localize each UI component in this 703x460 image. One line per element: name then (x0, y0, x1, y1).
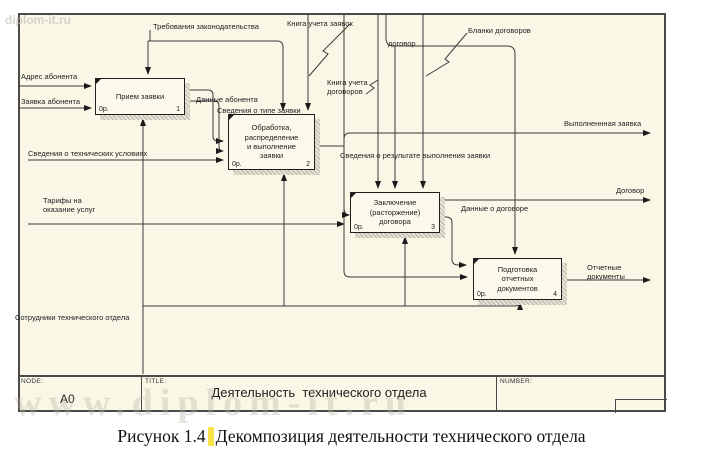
node-value: A0 (60, 392, 75, 406)
box-number: 4 (553, 291, 557, 298)
title-label: TITLE: (145, 378, 167, 385)
watermark-small: diplom-it.ru (5, 13, 71, 27)
arrow-dannye-dogovor (440, 216, 467, 268)
watermark-large: www.diplom-it.ru (14, 382, 414, 424)
activity-box-obrabotka: Обработка, распределение и выполнение за… (228, 114, 315, 170)
arrow-label-zayavka: Заявка абонента (21, 97, 81, 106)
arrow-label-otchetnye: Отчетные документы (587, 263, 625, 281)
arrow-rezultat-vert (343, 14, 468, 280)
arrow-label-svedeniya-rezultat: Сведения о результате выполнения заявки (340, 151, 491, 160)
arrow-label-svedeniya-tech: Сведения о технических условиях (28, 149, 148, 158)
arrow-label-dannye-dogovor: Данные о договоре (461, 204, 529, 213)
arrow-label-dannye-abonenta: Данные абонента (196, 95, 258, 104)
node-cell: NODE: A0 (18, 377, 142, 412)
squiggle-kniga-dogovorov (365, 79, 379, 95)
squiggle-kniga-zayavok (308, 23, 351, 77)
arrow-mech-horiz (143, 302, 523, 311)
box-number: 2 (306, 161, 310, 168)
arrow-vypolnennaya (343, 130, 651, 146)
box-title: Прием заявки (115, 91, 165, 101)
box-cost: 0р. (354, 224, 364, 231)
arrow-dannye-abonenta (185, 89, 224, 144)
box-cost: 0р. (477, 291, 487, 298)
box-title: Обработка, распределение и выполнение за… (244, 123, 299, 161)
arrow-label-svedeniya-tip: Сведения о типе заявки (217, 106, 301, 115)
activity-box-zaklyuchenie: Заключение (расторжение) договора 0р. 3 (350, 192, 440, 233)
squiggle-blanki (425, 32, 468, 77)
box-corner-notch (473, 258, 480, 265)
arrow-label-trebovaniya: Требования законодательства (153, 22, 259, 31)
box-corner-notch (350, 192, 357, 199)
arrow-label-kniga-zayavok: Книга учета заявок (287, 19, 353, 28)
arrow-label-vypolnennaya: Выполненнная заявка (564, 119, 642, 128)
caption-prefix: Рисунок 1.4 (117, 426, 206, 446)
box-cost: 0р. (232, 161, 242, 168)
number-cell: NUMBER: (497, 377, 667, 413)
arrow-svedeniya-tip (185, 100, 224, 154)
arrow-label-blanki: Бланки договоров (468, 26, 531, 35)
arrow-dogovor-control (385, 14, 518, 255)
arrow-label-kniga-dogovorov: Книга учета договоров (327, 78, 368, 96)
arrow-label-dogovor-out: Договор (616, 186, 645, 195)
caption-text: Декомпозиция деятельности технического о… (215, 426, 586, 446)
figure-caption: Рисунок 1.4 Декомпозиция деятельности тех… (0, 426, 703, 447)
node-label: NODE: (21, 378, 44, 385)
title-cell: TITLE: Деятельность технического отдела (142, 377, 497, 412)
number-label: NUMBER: (500, 378, 533, 385)
arrow-trebovaniya-to-box2 (148, 40, 286, 111)
activity-box-priem-zayavki: Прием заявки 0р. 1 (95, 78, 185, 115)
arrow-rezultat-to-box3 (341, 206, 350, 218)
box-title: Заключение (расторжение) договора (369, 198, 421, 227)
arrow-label-sotrudniki: Сотрудники технического отдела (15, 313, 130, 322)
box-corner-notch (228, 114, 235, 121)
arrow-label-dogovor-control: договор (388, 39, 416, 48)
activity-box-podgotovka: Подготовка отчетных документов 0р. 4 (473, 258, 562, 300)
title-bar: NODE: A0 TITLE: Деятельность техническог… (18, 375, 667, 413)
box-title: Подготовка отчетных документов (497, 264, 538, 293)
box-number: 1 (176, 106, 180, 113)
number-minibox (615, 399, 667, 413)
box-number: 3 (431, 224, 435, 231)
diagram-title: Деятельность технического отдела (211, 385, 427, 400)
arrow-label-adres: Адрес абонента (21, 72, 78, 81)
box-corner-notch (95, 78, 102, 85)
box-cost: 0р. (99, 106, 109, 113)
caption-highlight-mark (207, 427, 214, 446)
arrow-label-tarify: Тарифы на оказание услуг (43, 196, 96, 214)
